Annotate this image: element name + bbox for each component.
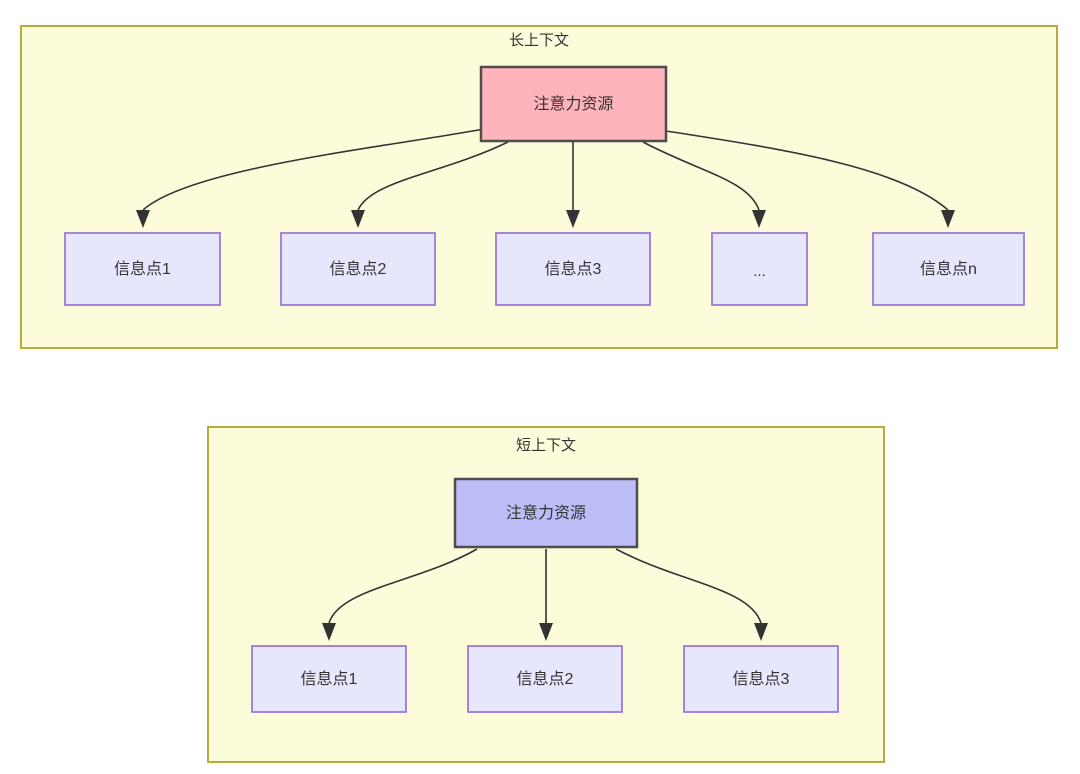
edge-root-to-infon	[665, 130, 949, 211]
node-lc-leaf-2-label: 信息点2	[330, 260, 387, 278]
edge-root-to-info2	[357, 141, 509, 211]
edges-short-context	[328, 548, 762, 624]
node-lc-leaf-1-label: 信息点1	[114, 260, 171, 278]
group-long-context-title: 长上下文	[509, 32, 569, 49]
node-lc-leaf-n-label: 信息点n	[920, 260, 977, 278]
edge-sc-root-to-info3	[615, 548, 762, 624]
node-sc-leaf-1-label: 信息点1	[301, 670, 358, 688]
node-sc-leaf-2-label: 信息点2	[517, 670, 574, 688]
node-lc-leaf-n-box[interactable]	[872, 232, 1025, 306]
node-lc-leaf-2-box[interactable]	[280, 232, 436, 306]
node-lc-leaf-1-box[interactable]	[64, 232, 221, 306]
group-long-context: 长上下文 注意力资源	[20, 25, 1058, 349]
group-short-context-title: 短上下文	[516, 437, 576, 454]
node-lc-leaf-ellipsis-label: ...	[753, 263, 766, 280]
node-lc-leaf-ellipsis[interactable]: ...	[711, 232, 808, 306]
node-sc-leaf-3[interactable]: 信息点3	[683, 645, 839, 713]
arrowhead-info2	[351, 210, 365, 228]
node-sc-leaf-1[interactable]: 信息点1	[251, 645, 407, 713]
node-long-context-root-box[interactable]	[479, 65, 668, 143]
arrowhead-infon	[941, 210, 955, 228]
arrowhead-info3	[566, 210, 580, 228]
node-lc-leaf-ellipsis-box[interactable]	[711, 232, 808, 306]
arrowhead-sc-info2	[539, 623, 553, 641]
node-short-context-root-box[interactable]	[453, 477, 639, 549]
node-lc-leaf-3-box[interactable]	[495, 232, 651, 306]
edges-long-context	[142, 128, 949, 211]
node-lc-leaf-2[interactable]: 信息点2	[280, 232, 436, 306]
node-short-context-root[interactable]: 注意力资源	[453, 477, 639, 549]
arrowhead-sc-info3	[754, 623, 768, 641]
group-short-context: 短上下文 注意力资源 信息点1	[207, 426, 885, 763]
arrowheads-long-context	[136, 210, 955, 228]
node-short-context-root-label: 注意力资源	[506, 503, 586, 522]
node-lc-leaf-n[interactable]: 信息点n	[872, 232, 1025, 306]
node-lc-leaf-3[interactable]: 信息点3	[495, 232, 651, 306]
node-long-context-root-label: 注意力资源	[533, 94, 613, 113]
edge-root-to-ellipsis	[642, 141, 760, 211]
node-lc-leaf-3-label: 信息点3	[545, 260, 602, 278]
node-sc-leaf-1-box[interactable]	[251, 645, 407, 713]
node-sc-leaf-3-label: 信息点3	[733, 670, 790, 688]
arrowhead-info1	[136, 210, 150, 228]
arrowheads-short-context	[322, 623, 768, 641]
edge-sc-root-to-info1	[328, 548, 478, 624]
node-sc-leaf-2[interactable]: 信息点2	[467, 645, 623, 713]
edge-root-to-info1	[142, 128, 485, 211]
node-long-context-root[interactable]: 注意力资源	[479, 65, 668, 143]
node-sc-leaf-3-box[interactable]	[683, 645, 839, 713]
node-sc-leaf-2-box[interactable]	[467, 645, 623, 713]
node-lc-leaf-1[interactable]: 信息点1	[64, 232, 221, 306]
arrowhead-ellipsis	[752, 210, 766, 228]
arrowhead-sc-info1	[322, 623, 336, 641]
